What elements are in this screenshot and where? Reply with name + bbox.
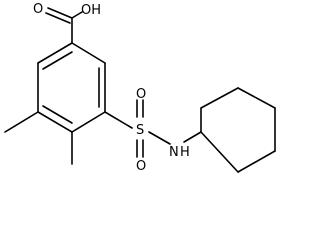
sulfonyl-o-top-label: O xyxy=(136,87,146,102)
nitrogen-label: N xyxy=(169,145,179,160)
cyclohexyl-bond-5 xyxy=(237,150,276,173)
ring-bond-1 xyxy=(71,42,106,64)
ring-bond-6 xyxy=(37,42,73,64)
sulfur-to-nitrogen-bond xyxy=(148,131,171,145)
ring-bond-3 xyxy=(71,111,106,133)
structure-canvas: O OH O S O N H xyxy=(4,2,276,174)
methyl-bond-3 xyxy=(4,111,39,133)
cyclohexyl-bond-3 xyxy=(237,87,276,109)
ring-to-sulfur-bond xyxy=(104,111,133,129)
bonds xyxy=(4,7,276,173)
carboxyl-double-o-1 xyxy=(47,7,73,19)
cyclohexyl-bond-2 xyxy=(200,87,239,109)
carboxyl-double-o-2 xyxy=(45,12,71,24)
sulfur-label: S xyxy=(136,123,144,138)
carboxyl-o-label: O xyxy=(33,2,43,17)
ring-bond-4 xyxy=(37,111,73,133)
atom-labels: O OH O S O N H xyxy=(33,2,190,174)
ring-double-inner-1 xyxy=(42,51,73,70)
sulfonyl-o-bottom-label: O xyxy=(136,159,146,174)
amine-h-label: H xyxy=(180,145,190,160)
ring-double-inner-3 xyxy=(42,105,73,124)
carboxyl-bond-oh xyxy=(71,11,83,19)
carboxyl-oh-label: OH xyxy=(81,3,101,18)
cyclohexyl-bond-6 xyxy=(200,131,239,173)
molecule-diagram: O OH O S O N H xyxy=(4,2,276,174)
nitrogen-to-cyclohexyl-bond xyxy=(183,131,202,143)
